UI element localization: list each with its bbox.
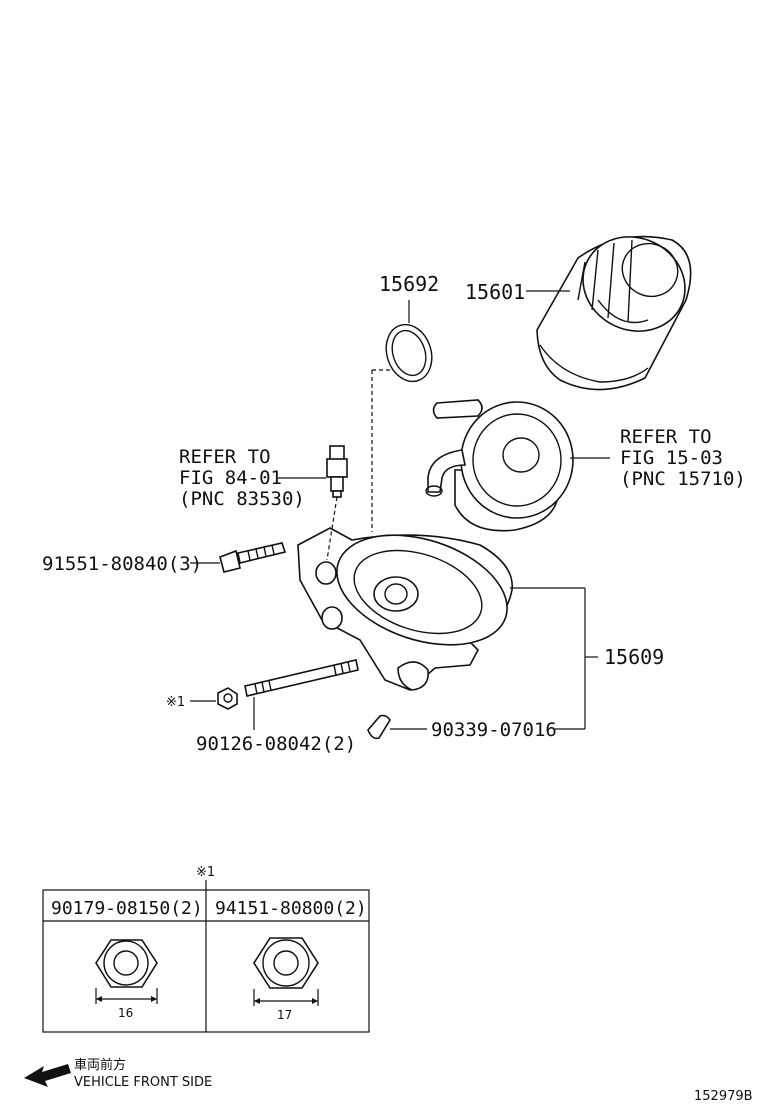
oil-filter-illustration [536,235,692,391]
leader-lines [190,290,610,730]
cooler-reference: REFER TO FIG 15-03 (PNC 15710) [620,426,746,490]
nut-size-col1: 16 [118,1006,133,1020]
front-label-jp: 車両前方 [74,1057,126,1073]
part-number-90126: 90126-08042(2) [196,733,356,755]
note-mark-nut: ※1 [166,695,185,710]
gasket-ring-illustration [385,323,433,383]
bolt-91551-illustration [219,542,287,573]
part-number-15609: 15609 [604,645,664,669]
vehicle-front-indicator: 車両前方 VEHICLE FRONT SIDE [24,1057,212,1090]
part-number-91551: 91551-80840(3) [42,553,202,575]
oil-filter-bracket-illustration [297,527,513,691]
nut-size-col2: 17 [277,1008,292,1022]
table-header-col2: 94151-80800(2) [215,898,367,919]
sensor-ref-line1: REFER TO [179,446,271,468]
table-note-mark: ※1 [196,865,215,880]
figure-id: 152979B [694,1089,753,1104]
part-number-15601: 15601 [465,280,525,304]
part-number-15692: 15692 [379,272,439,296]
nut-illustration [217,687,238,710]
pin-90339-illustration [367,714,391,740]
stud-90126-illustration [244,659,359,697]
sensor-reference: REFER TO FIG 84-01 (PNC 83530) [179,446,305,510]
table-header-col1: 90179-08150(2) [51,898,203,919]
hex-nut-16-icon [95,939,158,1004]
cooler-ref-line2: FIG 15-03 [620,447,723,469]
sensor-ref-line2: FIG 84-01 [179,467,282,489]
cooler-ref-line1: REFER TO [620,426,712,448]
sensor-ref-line3: (PNC 83530) [179,488,305,510]
cooler-ref-line3: (PNC 15710) [620,468,746,490]
front-arrow-icon [24,1064,71,1087]
front-label-en: VEHICLE FRONT SIDE [74,1075,212,1090]
oil-pressure-sensor-illustration [326,445,348,498]
part-number-90339: 90339-07016 [431,719,557,741]
oil-cooler-illustration [425,399,574,532]
nut-size-table: ※1 90179-08150(2) 94151-80800(2) 16 [42,865,370,1033]
hex-nut-17-icon [253,937,319,1006]
